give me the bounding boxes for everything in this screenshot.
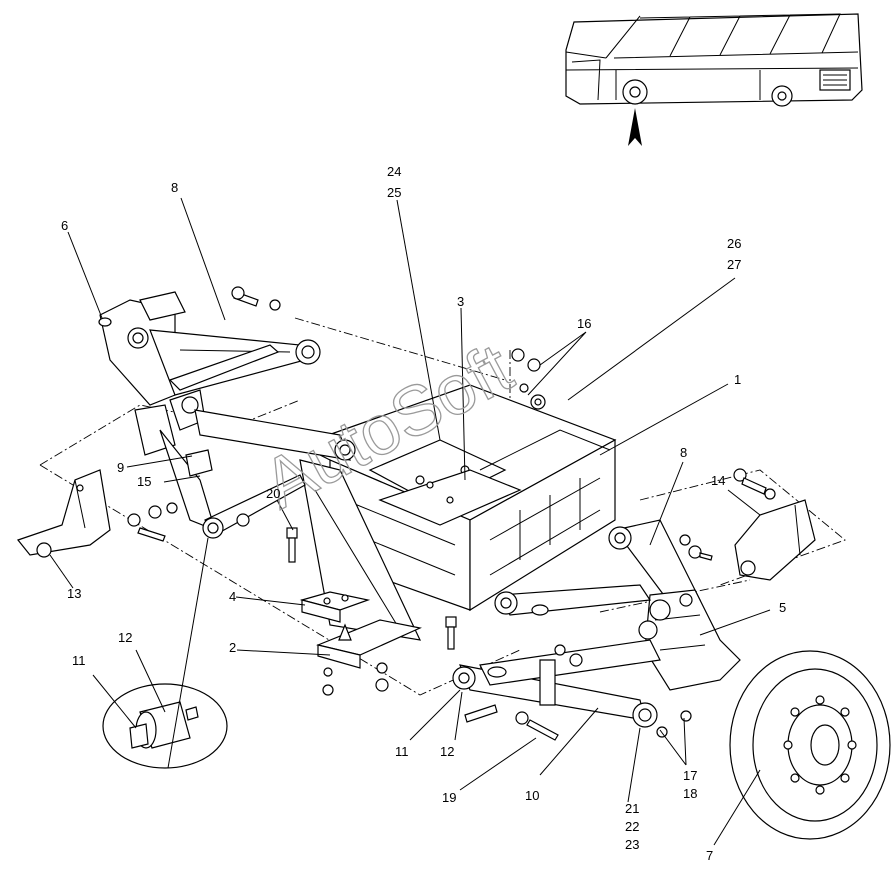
lower-brackets-parts-2-4 <box>299 591 422 696</box>
fasteners-left <box>127 286 281 542</box>
callout-10: 10 <box>525 788 539 803</box>
callout-6: 6 <box>61 218 68 233</box>
callout-22: 22 <box>625 819 639 834</box>
callout-27: 27 <box>727 257 741 272</box>
callout-19: 19 <box>442 790 456 805</box>
callout-labels: 1 2 3 4 5 6 7 8 8 9 10 11 11 12 12 13 14… <box>61 164 786 863</box>
callout-9: 9 <box>117 460 124 475</box>
callout-23: 23 <box>625 837 639 852</box>
brake-disc-part-7 <box>729 650 891 840</box>
callout-12-inset: 12 <box>118 630 132 645</box>
callout-17: 17 <box>683 768 697 783</box>
callout-15: 15 <box>137 474 151 489</box>
bracket-part-14 <box>679 468 816 581</box>
callout-4: 4 <box>229 589 236 604</box>
lower-control-arm-part-10 <box>452 584 692 741</box>
fasteners-16-26-27 <box>511 348 546 410</box>
bushing-detail-inset <box>102 683 228 769</box>
callout-25: 25 <box>387 185 401 200</box>
callout-7: 7 <box>706 848 713 863</box>
leader-lines <box>49 197 771 846</box>
callout-18: 18 <box>683 786 697 801</box>
bus-locator-thumbnail <box>565 13 863 146</box>
callout-1: 1 <box>734 372 741 387</box>
callout-26: 26 <box>727 236 741 251</box>
callout-13: 13 <box>67 586 81 601</box>
callout-11-main: 11 <box>395 744 409 759</box>
bracket-part-13 <box>16 469 111 558</box>
callout-16: 16 <box>577 316 591 331</box>
callout-14: 14 <box>711 473 725 488</box>
callout-21: 21 <box>625 801 639 816</box>
left-control-arms <box>98 291 356 539</box>
bolt-part-20 <box>286 527 298 563</box>
right-control-arm-and-knuckle <box>608 519 741 691</box>
bolt-lower <box>445 616 457 650</box>
callout-20: 20 <box>266 486 280 501</box>
callout-5: 5 <box>779 600 786 615</box>
callout-8-left: 8 <box>171 180 178 195</box>
callout-2: 2 <box>229 640 236 655</box>
callout-24: 24 <box>387 164 401 179</box>
callout-12-main: 12 <box>440 744 454 759</box>
subframe-part-1 <box>298 384 617 641</box>
callout-8-right: 8 <box>680 445 687 460</box>
callout-11-inset: 11 <box>72 653 86 668</box>
mounting-plate-part-3 <box>378 469 522 526</box>
callout-3: 3 <box>457 294 464 309</box>
